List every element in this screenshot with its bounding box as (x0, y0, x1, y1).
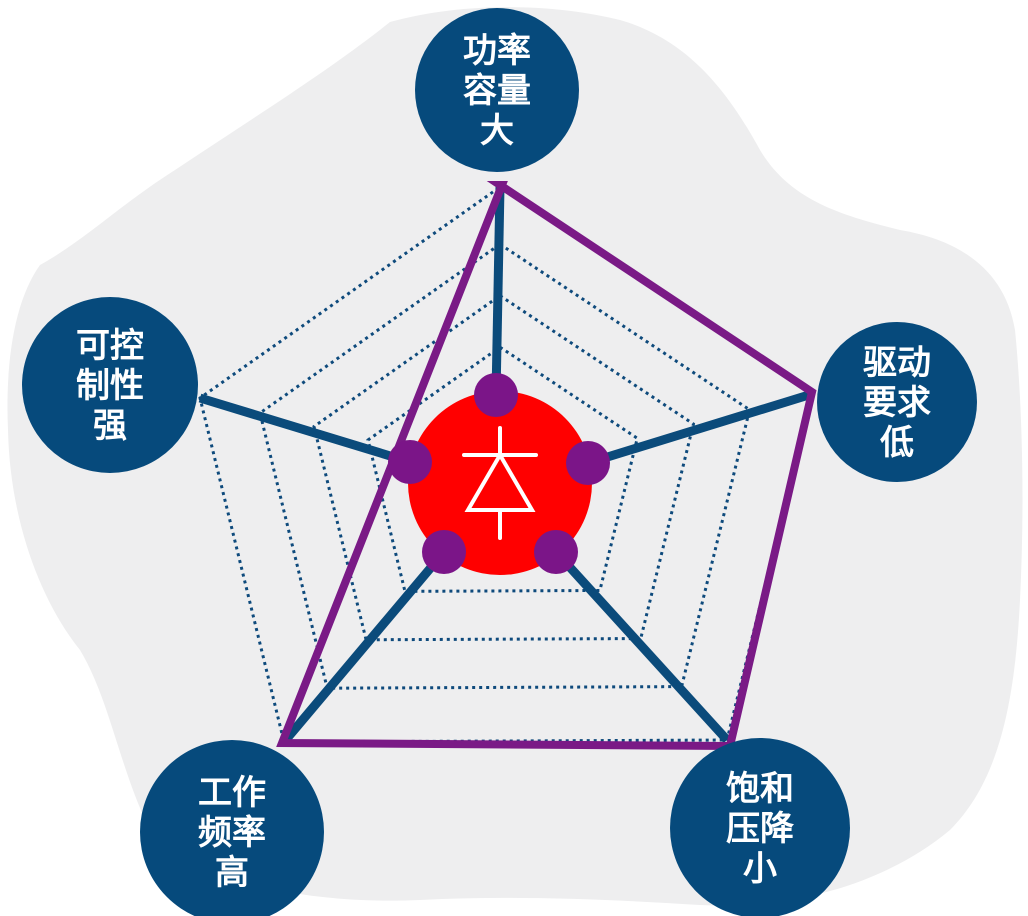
center-disc (408, 391, 592, 575)
spoke-controllability (198, 393, 412, 467)
node-label-line: 功率 (463, 31, 531, 71)
dot-switching-frequency (422, 530, 466, 574)
node-label-line: 低 (880, 423, 914, 463)
spoke-switching-frequency (280, 549, 448, 745)
spoke-saturation-drop (552, 548, 731, 744)
spoke-drive-requirement (586, 389, 814, 468)
node-circle (22, 297, 198, 473)
node-label-line: 工作 (198, 773, 266, 813)
dot-power-capacity (474, 373, 518, 417)
node-label-line: 饱和 (726, 769, 794, 809)
dot-drive-requirement (566, 441, 610, 485)
node-label-line: 小 (743, 849, 777, 889)
node-label-line: 大 (480, 111, 514, 151)
spoke-power-capacity (491, 186, 505, 396)
node-label-line: 频率 (198, 813, 266, 853)
inner-dots (388, 373, 610, 574)
node-label-line: 压降 (726, 809, 795, 849)
node-circle (670, 738, 850, 916)
diode-icon (462, 426, 538, 540)
node-label-line: 要求 (863, 383, 931, 423)
performance-outline (276, 181, 817, 751)
node-label-line: 驱动 (863, 343, 931, 383)
node-label-line: 强 (93, 406, 127, 446)
spokes (198, 186, 814, 745)
node-circle (140, 740, 324, 916)
dot-saturation-drop (534, 530, 578, 574)
node-label-line: 制性 (76, 366, 144, 406)
dot-controllability (388, 440, 432, 484)
node-label-line: 容量 (463, 71, 531, 111)
node-label-line: 可控 (76, 326, 144, 366)
node-label-line: 高 (215, 853, 249, 893)
node-circle (817, 322, 977, 482)
grid-ring-3 (312, 293, 696, 642)
node-circle (415, 8, 579, 172)
